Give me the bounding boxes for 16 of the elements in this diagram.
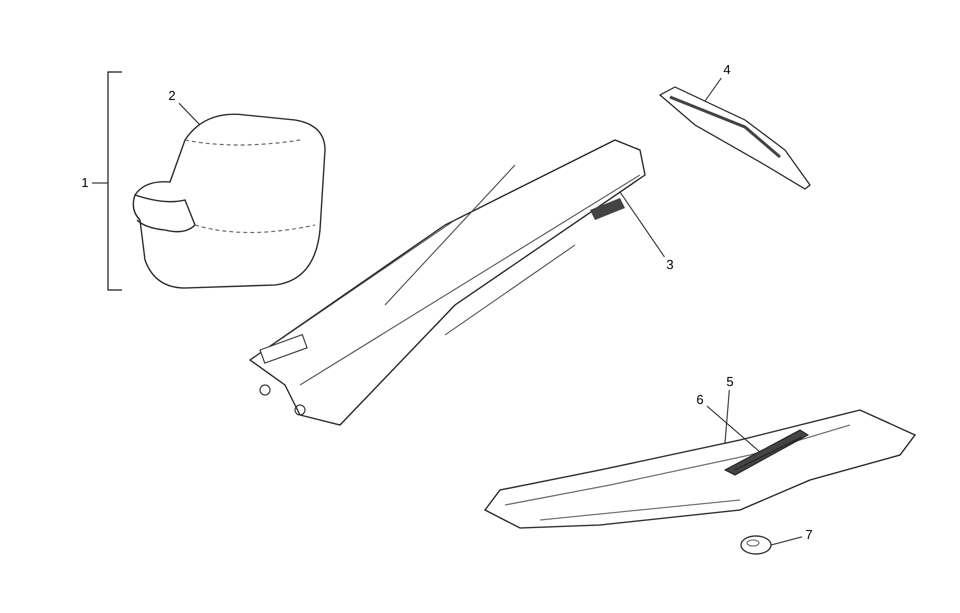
callout-number: 7: [802, 527, 816, 543]
leader-line: [706, 406, 760, 452]
leader-line: [92, 182, 108, 184]
leader-line: [704, 78, 722, 102]
leader-line: [724, 390, 730, 444]
bracket: [108, 72, 122, 290]
plug-drawing: [740, 535, 772, 555]
callout-number: 5: [723, 374, 737, 390]
callout-number: 2: [165, 88, 179, 104]
leader-line: [770, 536, 802, 546]
leader-line: [620, 192, 666, 258]
callout-number: 1: [78, 175, 92, 191]
callout-number: 4: [720, 62, 734, 78]
callout-number: 3: [663, 257, 677, 273]
leader-line: [178, 102, 200, 126]
callout-number: 6: [693, 392, 707, 408]
